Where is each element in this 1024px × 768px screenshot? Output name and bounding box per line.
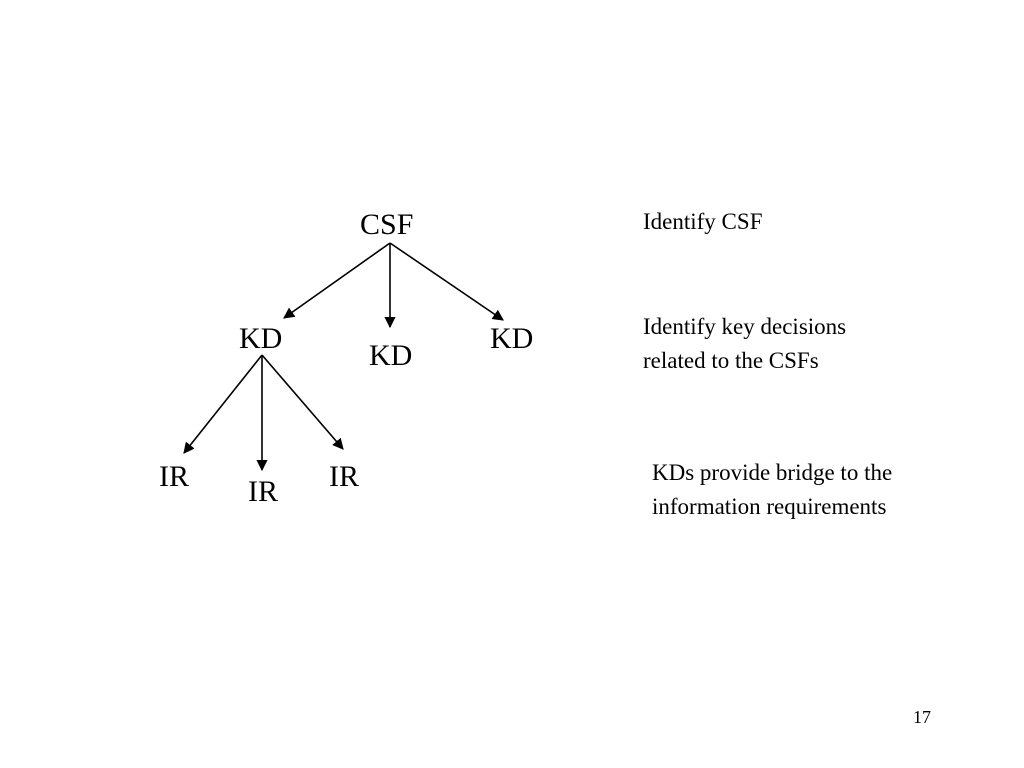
caption-identify-csf-line-1: Identify CSF xyxy=(643,209,763,234)
caption-identify-key-decisions-line-2: related to the CSFs xyxy=(643,348,819,373)
caption-kd-bridge-line-1: KDs provide bridge to the xyxy=(652,460,893,485)
node-kd-left: KD xyxy=(239,322,283,355)
edge-kd-to-ir-left xyxy=(183,354,263,454)
node-ir-right: IR xyxy=(329,460,359,493)
caption-identify-key-decisions-line-1: Identify key decisions xyxy=(643,314,847,339)
edge-kd-to-ir-right xyxy=(261,354,344,450)
edge-csf-to-kd-left xyxy=(283,242,391,319)
caption-identify-csf: Identify CSF xyxy=(643,205,762,239)
node-kd-middle: KD xyxy=(369,339,413,372)
caption-kd-bridge-line-2: information requirements xyxy=(652,494,887,519)
caption-kd-bridge: KDs provide bridge to the information re… xyxy=(652,456,892,524)
node-csf: CSF xyxy=(360,208,414,241)
node-ir-left: IR xyxy=(159,460,189,493)
caption-identify-key-decisions: Identify key decisions related to the CS… xyxy=(643,310,846,378)
page-number: 17 xyxy=(913,707,931,727)
node-kd-right: KD xyxy=(490,322,534,355)
edge-csf-to-kd-right xyxy=(389,242,504,321)
node-ir-middle: IR xyxy=(248,475,278,508)
